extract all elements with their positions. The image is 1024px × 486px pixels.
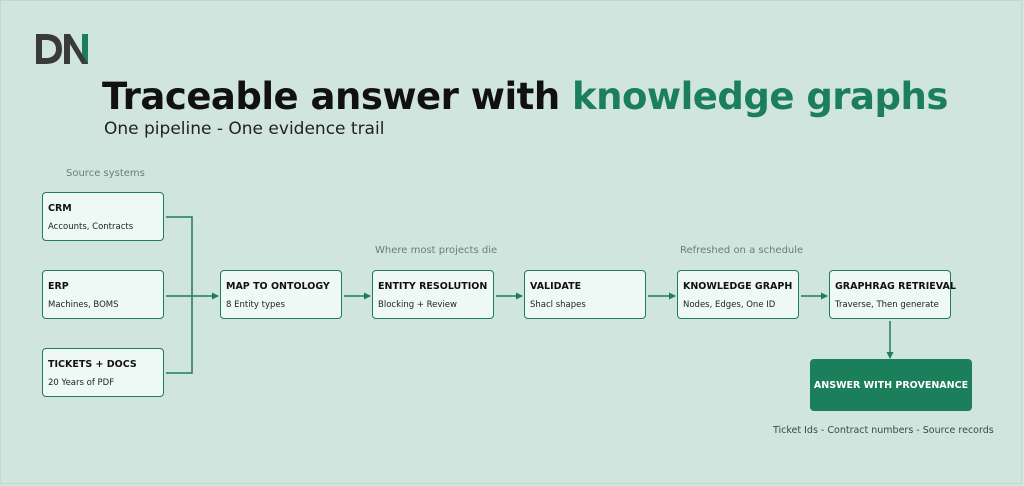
step-title: MAP TO ONTOLOGY	[226, 281, 330, 292]
title-main: Traceable answer with	[102, 75, 573, 118]
answer-with-provenance-box: ANSWER WITH PROVENANCE	[810, 359, 972, 411]
caption-refreshed-schedule: Refreshed on a schedule	[680, 245, 804, 256]
step-map-to-ontology: MAP TO ONTOLOGY 8 Entity types	[220, 270, 342, 319]
step-title: VALIDATE	[530, 281, 582, 292]
source-subtitle: 20 Years of PDF	[48, 378, 115, 388]
page-subtitle: One pipeline - One evidence trail	[104, 119, 385, 139]
source-title: ERP	[48, 281, 69, 292]
step-knowledge-graph: KNOWLEDGE GRAPH Nodes, Edges, One ID	[677, 270, 799, 319]
caption-where-projects-die: Where most projects die	[375, 245, 498, 256]
title-accent: knowledge graphs	[572, 75, 948, 118]
page-title: Traceable answer with knowledge graphs	[102, 74, 948, 120]
caption-source-systems: Source systems	[66, 168, 145, 179]
source-box-crm: CRM Accounts, Contracts	[42, 192, 164, 241]
dn-logo	[36, 34, 88, 64]
step-title: KNOWLEDGE GRAPH	[683, 281, 793, 292]
source-box-erp: ERP Machines, BOMS	[42, 270, 164, 319]
source-subtitle: Machines, BOMS	[48, 300, 119, 310]
step-subtitle: Nodes, Edges, One ID	[683, 300, 776, 310]
source-subtitle: Accounts, Contracts	[48, 222, 134, 232]
step-subtitle: Blocking + Review	[378, 300, 457, 310]
step-subtitle: Shacl shapes	[530, 300, 586, 310]
step-subtitle: 8 Entity types	[226, 300, 286, 310]
step-title: ENTITY RESOLUTION	[378, 281, 488, 292]
source-title: CRM	[48, 203, 72, 214]
step-graphrag-retrieval: GRAPHRAG RETRIEVAL Traverse, Then genera…	[829, 270, 956, 319]
connector-tickets	[166, 296, 193, 374]
source-box-tickets-docs: TICKETS + DOCS 20 Years of PDF	[42, 348, 164, 397]
step-subtitle: Traverse, Then generate	[835, 300, 939, 310]
step-title: GRAPHRAG RETRIEVAL	[835, 281, 956, 292]
step-entity-resolution: ENTITY RESOLUTION Blocking + Review	[372, 270, 494, 319]
answer-footnote: Ticket Ids - Contract numbers - Source r…	[773, 425, 994, 436]
connector-crm	[166, 216, 193, 296]
step-validate: VALIDATE Shacl shapes	[524, 270, 646, 319]
source-title: TICKETS + DOCS	[48, 359, 137, 370]
